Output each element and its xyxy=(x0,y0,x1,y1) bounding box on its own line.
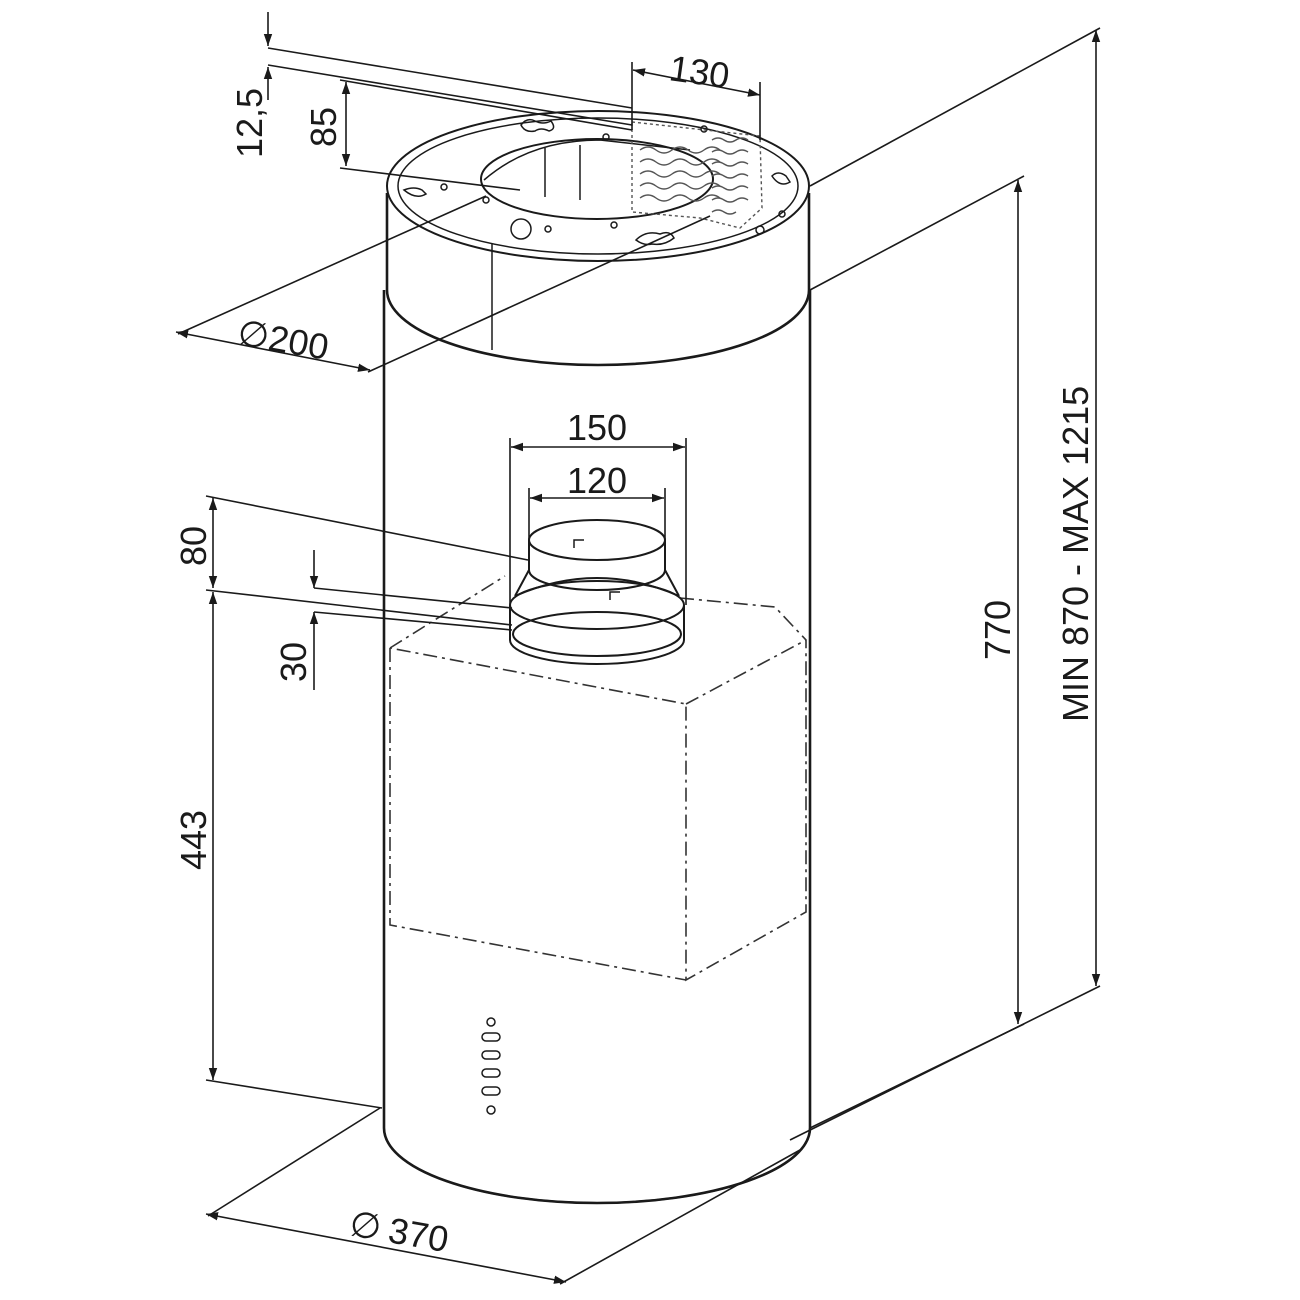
dim-adapter-height-label: 80 xyxy=(173,526,214,566)
dim-hood-height: 770 xyxy=(809,175,1025,1129)
dim-adapter-outer: 150 xyxy=(509,407,687,605)
dim-adapter-inner: 120 xyxy=(528,460,666,540)
dim-slot-width: 130 xyxy=(632,47,761,97)
dim-adapter-inner-label: 120 xyxy=(567,460,627,501)
dim-top-gap-label: 12,5 xyxy=(229,88,270,158)
control-button-1[interactable] xyxy=(486,1017,496,1027)
dim-motor-height: 443 xyxy=(173,592,383,1109)
dim-spigot-height-label: 30 xyxy=(273,642,314,682)
control-button-6[interactable] xyxy=(486,1105,496,1115)
dim-slot-width-label: 130 xyxy=(667,47,732,96)
dim-spigot-height: 30 xyxy=(273,550,513,690)
control-panel xyxy=(481,1017,501,1115)
control-button-3[interactable] xyxy=(481,1050,501,1060)
control-button-2[interactable] xyxy=(481,1032,501,1042)
control-button-5[interactable] xyxy=(481,1086,501,1096)
dim-hood-height-label: 770 xyxy=(977,600,1018,660)
dim-total-height-label: MIN 870 - MAX 1215 xyxy=(1055,386,1096,722)
dim-adapter-outer-label: 150 xyxy=(567,407,627,448)
dim-adapter-height: 80 xyxy=(173,495,529,626)
dim-collar-height: 85 xyxy=(303,82,351,166)
dim-motor-height-label: 443 xyxy=(173,810,214,870)
dim-top-gap: 12,5 xyxy=(229,12,273,158)
dim-body-diameter-label: ∅370 xyxy=(347,1203,452,1261)
dim-outlet-diameter-label: ∅200 xyxy=(235,312,332,368)
cylinder-body xyxy=(382,110,812,1205)
motor-box-hidden xyxy=(389,575,807,982)
dim-collar-height-label: 85 xyxy=(303,107,344,147)
control-button-4[interactable] xyxy=(481,1068,501,1078)
top-extension-lines xyxy=(267,47,761,191)
dim-total-height: MIN 870 - MAX 1215 xyxy=(789,27,1101,1141)
